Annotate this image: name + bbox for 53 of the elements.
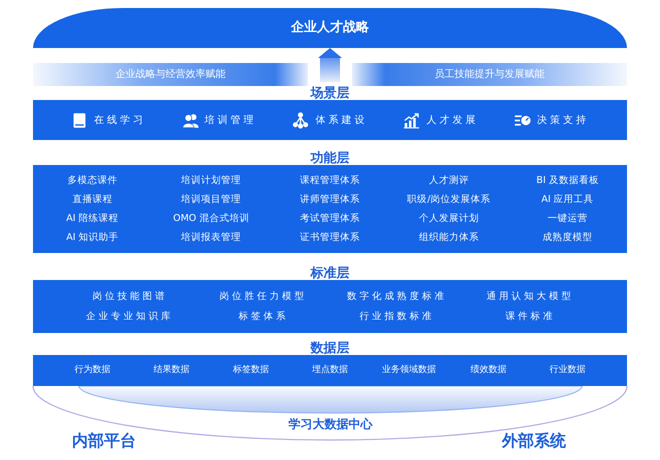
side-label: 内部平台 — [72, 431, 136, 450]
gradient-banner — [33, 63, 308, 86]
data-label: 标签数据 — [232, 364, 269, 377]
scene-label: 体系建设 — [315, 114, 368, 126]
layer-title: 场景层 — [310, 86, 350, 101]
banner-title: 企业人才战略 — [291, 20, 369, 36]
data-label: 结果数据 — [154, 364, 190, 377]
feature-label: 培训计划管理 — [181, 174, 242, 187]
banner-text: 企业战略与经营效率赋能 — [116, 68, 226, 81]
layer-title: 数据层 — [310, 341, 350, 356]
standard-label: 行业指数标准 — [359, 310, 434, 324]
feature-label: 组织能力体系 — [418, 231, 479, 244]
scene-label: 人才发展 — [426, 114, 478, 126]
block-arrow — [318, 48, 342, 82]
gradient-banner — [352, 63, 627, 86]
banner-text: 员工技能提升与发展赋能 — [434, 68, 544, 81]
layer-title: 功能层 — [310, 151, 350, 166]
standard-label: 课件标准 — [505, 310, 556, 324]
feature-label: AI 知识助手 — [66, 231, 119, 244]
feature-label: 培训报表管理 — [181, 231, 242, 244]
feature-label: 多模态课件 — [67, 174, 118, 187]
feature-label: 成熟度模型 — [542, 231, 593, 244]
data-label: 业务领域数据 — [382, 364, 436, 377]
feature-label: 人才测评 — [428, 174, 469, 187]
data-label: 埋点数据 — [312, 364, 348, 377]
data-label: 行为数据 — [74, 364, 111, 377]
scene-label: 在线学习 — [94, 114, 146, 126]
layer-title: 标准层 — [310, 266, 350, 281]
side-label: 外部系统 — [502, 431, 566, 450]
standard-label: 数字化成熟度标准 — [346, 290, 447, 303]
feature-label: 培训项目管理 — [181, 193, 242, 206]
scene-label: 培训管理 — [204, 114, 257, 126]
standard-label: 企业专业知识库 — [86, 310, 174, 324]
feature-label: OMO 混合式培训 — [173, 212, 250, 225]
feature-label: 讲师管理体系 — [300, 193, 360, 206]
scene-label: 决策支持 — [537, 114, 590, 126]
feature-label: 课程管理体系 — [300, 174, 360, 187]
data-label: 绩效数据 — [470, 364, 506, 377]
standard-label: 岗位技能图谱 — [92, 290, 168, 303]
feature-label: 个人发展计划 — [418, 212, 479, 225]
standard-label: 岗位胜任力模型 — [220, 290, 307, 303]
feature-label: 证书管理体系 — [300, 231, 360, 244]
feature-label: 一键运营 — [548, 212, 588, 225]
data-label: 行业数据 — [549, 364, 586, 377]
feature-label: 考试管理体系 — [300, 212, 360, 225]
standard-label: 通用认知大模型 — [486, 290, 574, 303]
feature-label: BI 及数据看板 — [536, 174, 599, 187]
feature-label: AI 应用工具 — [541, 193, 594, 206]
center-label: 学习大数据中心 — [288, 417, 372, 432]
feature-label: 直播课程 — [72, 193, 112, 206]
feature-label: 职级/岗位发展体系 — [407, 193, 490, 206]
feature-label: AI 陪练课程 — [66, 212, 119, 225]
standard-label: 标签体系 — [238, 310, 288, 324]
